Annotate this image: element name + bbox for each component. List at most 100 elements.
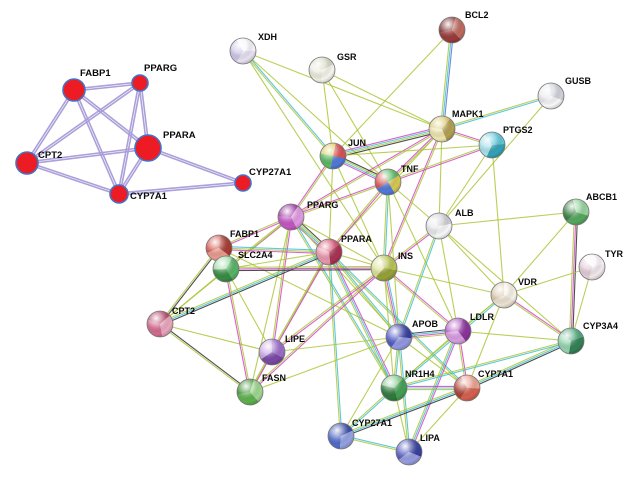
node-VDR[interactable]: VDR (490, 277, 538, 309)
left-node-CPT2[interactable]: CPT2 (15, 150, 62, 175)
edge-LDLR-CYP3A4 (457, 330, 572, 342)
edge-CYP3A4-CYP7A1 (466, 339, 571, 388)
edge-ABCB1-CYP3A4 (572, 212, 579, 342)
edge-CPT2-CYP7A1 (27, 161, 120, 194)
node-label: CPT2 (172, 306, 195, 316)
edge-MAPK1-JUN (333, 129, 443, 158)
node-label: CYP27A1 (249, 167, 292, 178)
node-TNF[interactable]: TNF (374, 164, 419, 196)
node-ALB[interactable]: ALB (425, 208, 474, 240)
edge-INS-LDLR (384, 266, 459, 331)
edge-PPARA-CYP27A1 (147, 148, 243, 185)
node-PPARG[interactable]: PPARG (277, 200, 338, 231)
edge-PTGS2-JUN (332, 144, 493, 157)
edge-TNF-PPARA (329, 182, 390, 253)
node-PPARA[interactable]: PPARA (315, 234, 372, 266)
node-CYP7A1[interactable]: CYP7A1 (453, 369, 513, 402)
edge-PTGS2-TNF (388, 145, 493, 184)
node-LDLR[interactable]: LDLR (444, 312, 494, 345)
node-CYP3A4[interactable]: CYP3A4 (557, 321, 618, 355)
edge-ALB-APOB (399, 226, 441, 338)
edge-PPARA-CYP27A1 (148, 146, 244, 183)
node-XDH[interactable]: XDH (229, 32, 277, 65)
edge-PPARA-CPT2 (159, 250, 329, 324)
edge-PPARG-FASN (249, 216, 292, 393)
edge-CPT2-SLC2A4 (159, 268, 227, 325)
node-INS[interactable]: INS (370, 251, 413, 282)
node-NR1H4[interactable]: NR1H4 (380, 369, 435, 402)
edge-FASN-SLC2A4 (224, 269, 250, 393)
edge-APOB-LIPE (271, 336, 400, 353)
node-APOB[interactable]: APOB (385, 319, 439, 351)
edge-APOB-FASN (249, 336, 400, 393)
node-ABCB1[interactable]: ABCB1 (562, 192, 617, 226)
edge-MAPK1-ALB (438, 128, 443, 227)
edge-VDR-NR1H4 (394, 295, 505, 390)
node-label: CPT2 (38, 150, 62, 161)
node-label: PPARA (163, 130, 196, 141)
node-LIPE[interactable]: LIPE (258, 334, 305, 366)
edge-TNF-LDLR (387, 181, 459, 332)
node-GSR[interactable]: GSR (308, 52, 357, 84)
left-node-CYP7A1[interactable]: CYP7A1 (109, 184, 168, 204)
edge-TNF-PPARG (291, 182, 389, 219)
node-SLC2A4[interactable]: SLC2A4 (212, 250, 273, 283)
edge-INS-SLC2A4 (225, 267, 385, 270)
edge-FABP1-CPT2 (27, 90, 76, 165)
node-label: SLC2A4 (238, 250, 273, 260)
edge-FABP1-CYP7A1 (74, 89, 121, 194)
node-GUSB[interactable]: GUSB (537, 76, 592, 110)
edge-CYP3A4-CYP7A1 (466, 340, 572, 389)
edge-PTGS2-ALB (438, 144, 493, 227)
node-label: LIPA (420, 433, 440, 443)
left-node-PPARG[interactable]: PPARG (131, 63, 177, 92)
edge-CYP7A1-CYP27A1 (340, 385, 467, 436)
edge-FABP1-CYP7A1 (72, 90, 119, 195)
edge-APOB-CYP7A1 (398, 336, 468, 389)
edge-ABCB1-VDR (503, 211, 577, 296)
node-CPT2[interactable]: CPT2 (146, 306, 195, 338)
node-label: PPARG (144, 63, 177, 74)
edge-FABP1-PPARA (219, 245, 330, 251)
node-label: INS (398, 251, 413, 261)
edge-PPARG-NR1H4 (291, 216, 396, 388)
edge-VDR-CYP3A4 (504, 293, 572, 341)
edge-XDH-INS (242, 50, 385, 269)
edge-JUN-INS (332, 155, 385, 269)
edge-ABCB1-CYP3A4 (568, 211, 575, 341)
left-node-CYP27A1[interactable]: CYP27A1 (234, 167, 292, 192)
node-LIPA[interactable]: LIPA (395, 433, 440, 466)
node-label: FASN (262, 373, 286, 383)
node-PTGS2[interactable]: PTGS2 (478, 125, 533, 159)
node-MAPK1[interactable]: MAPK1 (428, 109, 484, 143)
left-node-FABP1[interactable]: FABP1 (62, 68, 111, 102)
edge-FASN-SLC2A4 (226, 268, 252, 392)
edge-TNF-INS (382, 181, 388, 268)
edge-LDLR-LIPA (408, 330, 459, 453)
node-BCL2[interactable]: BCL2 (438, 10, 489, 44)
node-FASN[interactable]: FASN (236, 373, 286, 406)
edge-PPARG-CYP7A1 (117, 82, 140, 194)
edge-PPARG-CYP7A1 (119, 83, 142, 195)
edge-PPARA-NR1H4 (328, 251, 395, 389)
node-JUN[interactable]: JUN (319, 138, 366, 170)
edge-MAPK1-INS (384, 129, 444, 269)
edge-CYP7A1-CYP27A1 (341, 388, 468, 439)
edge-FABP1-CPT2 (160, 248, 221, 325)
edge-PPARA-CYP27A1 (327, 252, 341, 437)
node-label: CYP7A1 (478, 369, 513, 379)
node-CYP27A1[interactable]: CYP27A1 (327, 418, 392, 450)
edge-ABCB1-ALB (438, 211, 577, 227)
edge-CPT2-FASN (160, 322, 251, 392)
left-node-PPARA[interactable]: PPARA (134, 130, 196, 162)
node-label: GSR (337, 52, 357, 62)
edge-XDH-JUN (241, 51, 333, 157)
node-TYR[interactable]: TYR (578, 249, 624, 281)
edge-MAPK1-JUN (332, 126, 442, 155)
node-label: ALB (455, 208, 474, 218)
node-label: TYR (605, 249, 624, 259)
node-label: JUN (348, 138, 366, 148)
edge-XDH-TNF (242, 50, 389, 183)
